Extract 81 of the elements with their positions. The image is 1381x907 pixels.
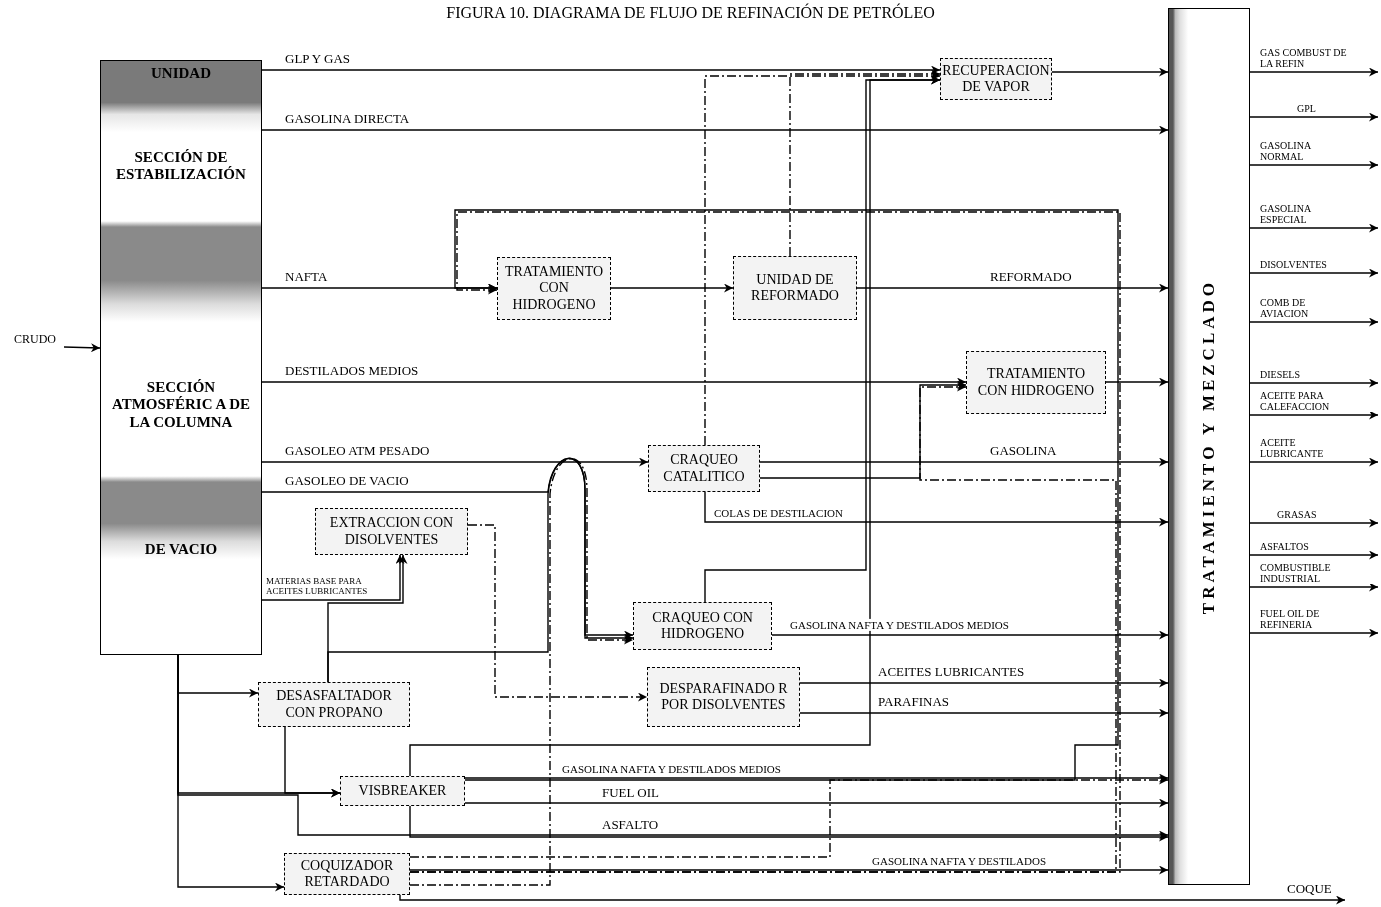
flow-arrow: [1249, 582, 1379, 592]
blending-column: [1168, 8, 1250, 885]
process-box: [648, 445, 760, 492]
box-label: COQUIZADOR RETARDADO: [299, 857, 395, 891]
flow-arrow: [704, 491, 1169, 527]
distillation-column: [100, 60, 262, 655]
process-box: [647, 667, 800, 727]
dash-dot-arrow: [409, 775, 1169, 858]
flow-arrow: [1249, 317, 1379, 327]
flow-arrow: [610, 283, 734, 293]
edge-label: GASOLINA NAFTA Y DESTILADOS MEDIOS: [788, 618, 1011, 631]
process-box: [733, 256, 857, 320]
flow-arrow: [284, 726, 341, 798]
dash-dot-arrow: [409, 457, 634, 886]
process-box: [340, 776, 465, 806]
flow-arrow: [464, 798, 1169, 808]
flow-arrow: [327, 457, 634, 683]
box-label: UNIDAD DE REFORMADO: [750, 271, 840, 305]
edge-label: ACEITE PARA CALEFACCION: [1258, 390, 1372, 412]
flow-arrow: [759, 380, 967, 479]
box-label: TRATAMIENTO Y MEZCLADO: [1199, 278, 1219, 615]
flow-arrow: [1249, 67, 1379, 77]
section-label: SECCIÓN ATMOSFÉRIC A DE LA COLUMNA: [110, 379, 252, 431]
process-box: [284, 853, 410, 895]
flow-arrow: [1249, 410, 1379, 420]
flow-arrow: [1105, 377, 1169, 387]
edge-label: DIESELS: [1258, 369, 1302, 380]
flow-arrow: [261, 125, 1169, 135]
flow-arrow: [1249, 457, 1379, 467]
dash-dot-arrow: [409, 382, 1117, 873]
flow-arrow: [1249, 112, 1379, 122]
process-box: [966, 351, 1106, 414]
section-label: DE VACIO: [143, 541, 219, 559]
process-box: [258, 682, 410, 727]
flow-arrow: [1249, 550, 1379, 560]
process-box: [633, 602, 772, 650]
process-box: [315, 508, 468, 555]
box-label: CRAQUEO CON HIDROGENO: [651, 609, 754, 643]
edge-label: ASFALTOS: [1258, 541, 1311, 552]
box-label: TRATAMIENTO CON HIDROGENO: [503, 264, 605, 313]
section-label: SECCIÓN DE ESTABILIZACIÓN: [115, 149, 247, 184]
edge-label: DISOLVENTES: [1258, 259, 1329, 270]
flow-arrow: [771, 630, 1169, 640]
flow-arrow: [409, 75, 941, 777]
stream-label: CRUDO: [6, 332, 64, 347]
flow-arrow: [454, 209, 1119, 781]
flow-arrow: [1249, 160, 1379, 170]
flow-arrow: [1249, 518, 1379, 528]
box-label: DESPARAFINADO R POR DISOLVENTES: [658, 680, 789, 714]
flow-arrow: [799, 708, 1169, 718]
flow-arrow: [759, 457, 1169, 467]
flow-arrow: [1249, 628, 1379, 638]
flow-arrow: [1249, 268, 1379, 278]
edge-label: COMBUSTIBLE INDUSTRIAL: [1258, 562, 1372, 584]
flow-arrow: [261, 65, 941, 75]
box-label: VISBREAKER: [358, 782, 447, 800]
flow-arrow: [1249, 378, 1379, 388]
flow-arrow: [409, 865, 1169, 875]
edge-label: GRASAS: [1275, 509, 1319, 520]
flow-arrow: [1051, 67, 1169, 77]
box-label: TRATAMIENTO CON HIDROGENO: [976, 366, 1096, 399]
flow-arrow: [409, 805, 1169, 842]
box-label: CRAQUEO CATALITICO: [662, 452, 746, 485]
dash-dot-arrow: [789, 69, 941, 257]
process-box: [497, 257, 611, 320]
edge-label: GPL: [1295, 103, 1318, 114]
flow-arrow: [177, 654, 285, 892]
box-label: RECUPERACION DE VAPOR: [942, 62, 1050, 96]
flow-arrow: [1249, 223, 1379, 233]
flow-arrow: [856, 283, 1169, 293]
section-label: UNIDAD: [150, 65, 212, 83]
flow-arrow: [63, 343, 101, 353]
box-label: DESASFALTADOR CON PROPANO: [275, 688, 393, 721]
flow-arrow: [799, 678, 1169, 688]
flow-arrow: [399, 894, 1346, 905]
diagram-title: FIGURA 10. DIAGRAMA DE FLUJO DE REFINACIÓN DE PETRÓLEO: [445, 4, 936, 22]
flow-arrow: [464, 773, 1169, 783]
box-label: EXTRACCION CON DISOLVENTES: [328, 515, 455, 548]
dash-dot-arrow: [704, 71, 941, 446]
dash-dot-arrow: [467, 524, 648, 702]
flow-arrow: [261, 457, 649, 467]
